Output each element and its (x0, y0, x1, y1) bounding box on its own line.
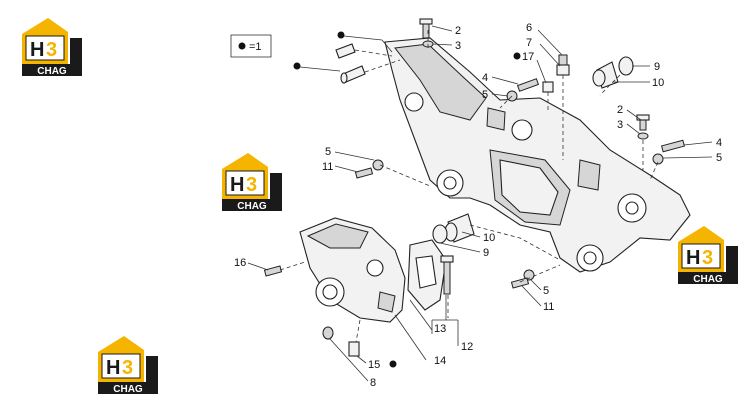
nut-5c (372, 159, 384, 171)
callout-17: 17 (522, 51, 534, 63)
callout-11: 11 (543, 301, 554, 313)
legend-dot-icon (238, 42, 246, 50)
callout-6: 6 (526, 22, 532, 34)
ring-9b (432, 224, 448, 244)
callout-10: 10 (652, 77, 664, 89)
svg-text:CHAG: CHAG (237, 201, 267, 212)
pin-15 (348, 341, 360, 357)
bushing-10a (592, 61, 619, 89)
callout-5: 5 (482, 89, 488, 101)
callout-13: 13 (434, 323, 446, 335)
callout-5: 5 (716, 152, 722, 164)
logo-watermark-2: H 3 CHAG (221, 152, 283, 212)
pin-upper-1 (340, 65, 366, 84)
nut-5d (523, 269, 535, 281)
leader-lines (247, 25, 713, 382)
bushing-10b (444, 213, 475, 243)
svg-text:CHAG: CHAG (693, 274, 723, 285)
svg-text:3: 3 (122, 357, 133, 379)
callout-3: 3 (455, 40, 461, 52)
bolt-16 (263, 265, 283, 277)
svg-text:H: H (686, 247, 700, 269)
pin-upper-2 (335, 43, 356, 59)
callout-9: 9 (654, 61, 660, 73)
callout-15: 15 (368, 359, 380, 371)
callout-7: 7 (526, 37, 532, 49)
callout-5: 5 (543, 285, 549, 297)
callout-11: 11 (322, 161, 333, 173)
callout-2: 2 (455, 25, 461, 37)
stud-11b (510, 277, 530, 289)
callout-12: 12 (461, 341, 473, 353)
lower-bracket (299, 217, 406, 323)
nut-5b (652, 153, 664, 165)
svg-text:H: H (30, 39, 44, 61)
svg-text:H: H (106, 357, 120, 379)
nut-8 (322, 326, 334, 340)
svg-text:3: 3 (246, 174, 257, 196)
main-frame (384, 37, 691, 273)
logo-watermark-4: H 3 CHAG (97, 335, 159, 395)
callout-2: 2 (617, 104, 623, 116)
logo-watermark-3: H 3 CHAG (677, 225, 739, 285)
logo-watermark-1: H 3 CHAG (21, 17, 83, 77)
callout-labels: 2 3 6 7 17 4 5 9 10 2 3 4 5 5 11 10 9 16… (234, 22, 722, 389)
washer-3b (637, 132, 649, 140)
svg-text:3: 3 (702, 247, 713, 269)
stud-11a (354, 167, 374, 179)
svg-text:H: H (230, 174, 244, 196)
callout-9: 9 (483, 247, 489, 259)
callout-4: 4 (482, 72, 488, 84)
callout-5: 5 (325, 146, 331, 158)
callout-4: 4 (716, 137, 722, 149)
legend-box: =1 (230, 34, 272, 58)
legend-label: =1 (249, 41, 262, 53)
svg-text:CHAG: CHAG (37, 66, 67, 77)
callout-14: 14 (434, 355, 446, 367)
svg-text:3: 3 (46, 39, 57, 61)
bolt-4b (660, 139, 686, 153)
ring-9a (618, 56, 634, 76)
bolt-13 (440, 255, 454, 295)
bolt-4a (516, 78, 540, 92)
bolt-2a (419, 18, 433, 39)
bolt-2b (636, 114, 650, 131)
callout-8: 8 (370, 377, 376, 389)
callout-3: 3 (617, 119, 623, 131)
callout-16: 16 (234, 257, 246, 269)
svg-text:CHAG: CHAG (113, 384, 143, 395)
clamp-halves (407, 239, 447, 311)
assembly-lines (279, 30, 659, 343)
callout-10: 10 (483, 232, 495, 244)
plug-17 (542, 81, 554, 93)
